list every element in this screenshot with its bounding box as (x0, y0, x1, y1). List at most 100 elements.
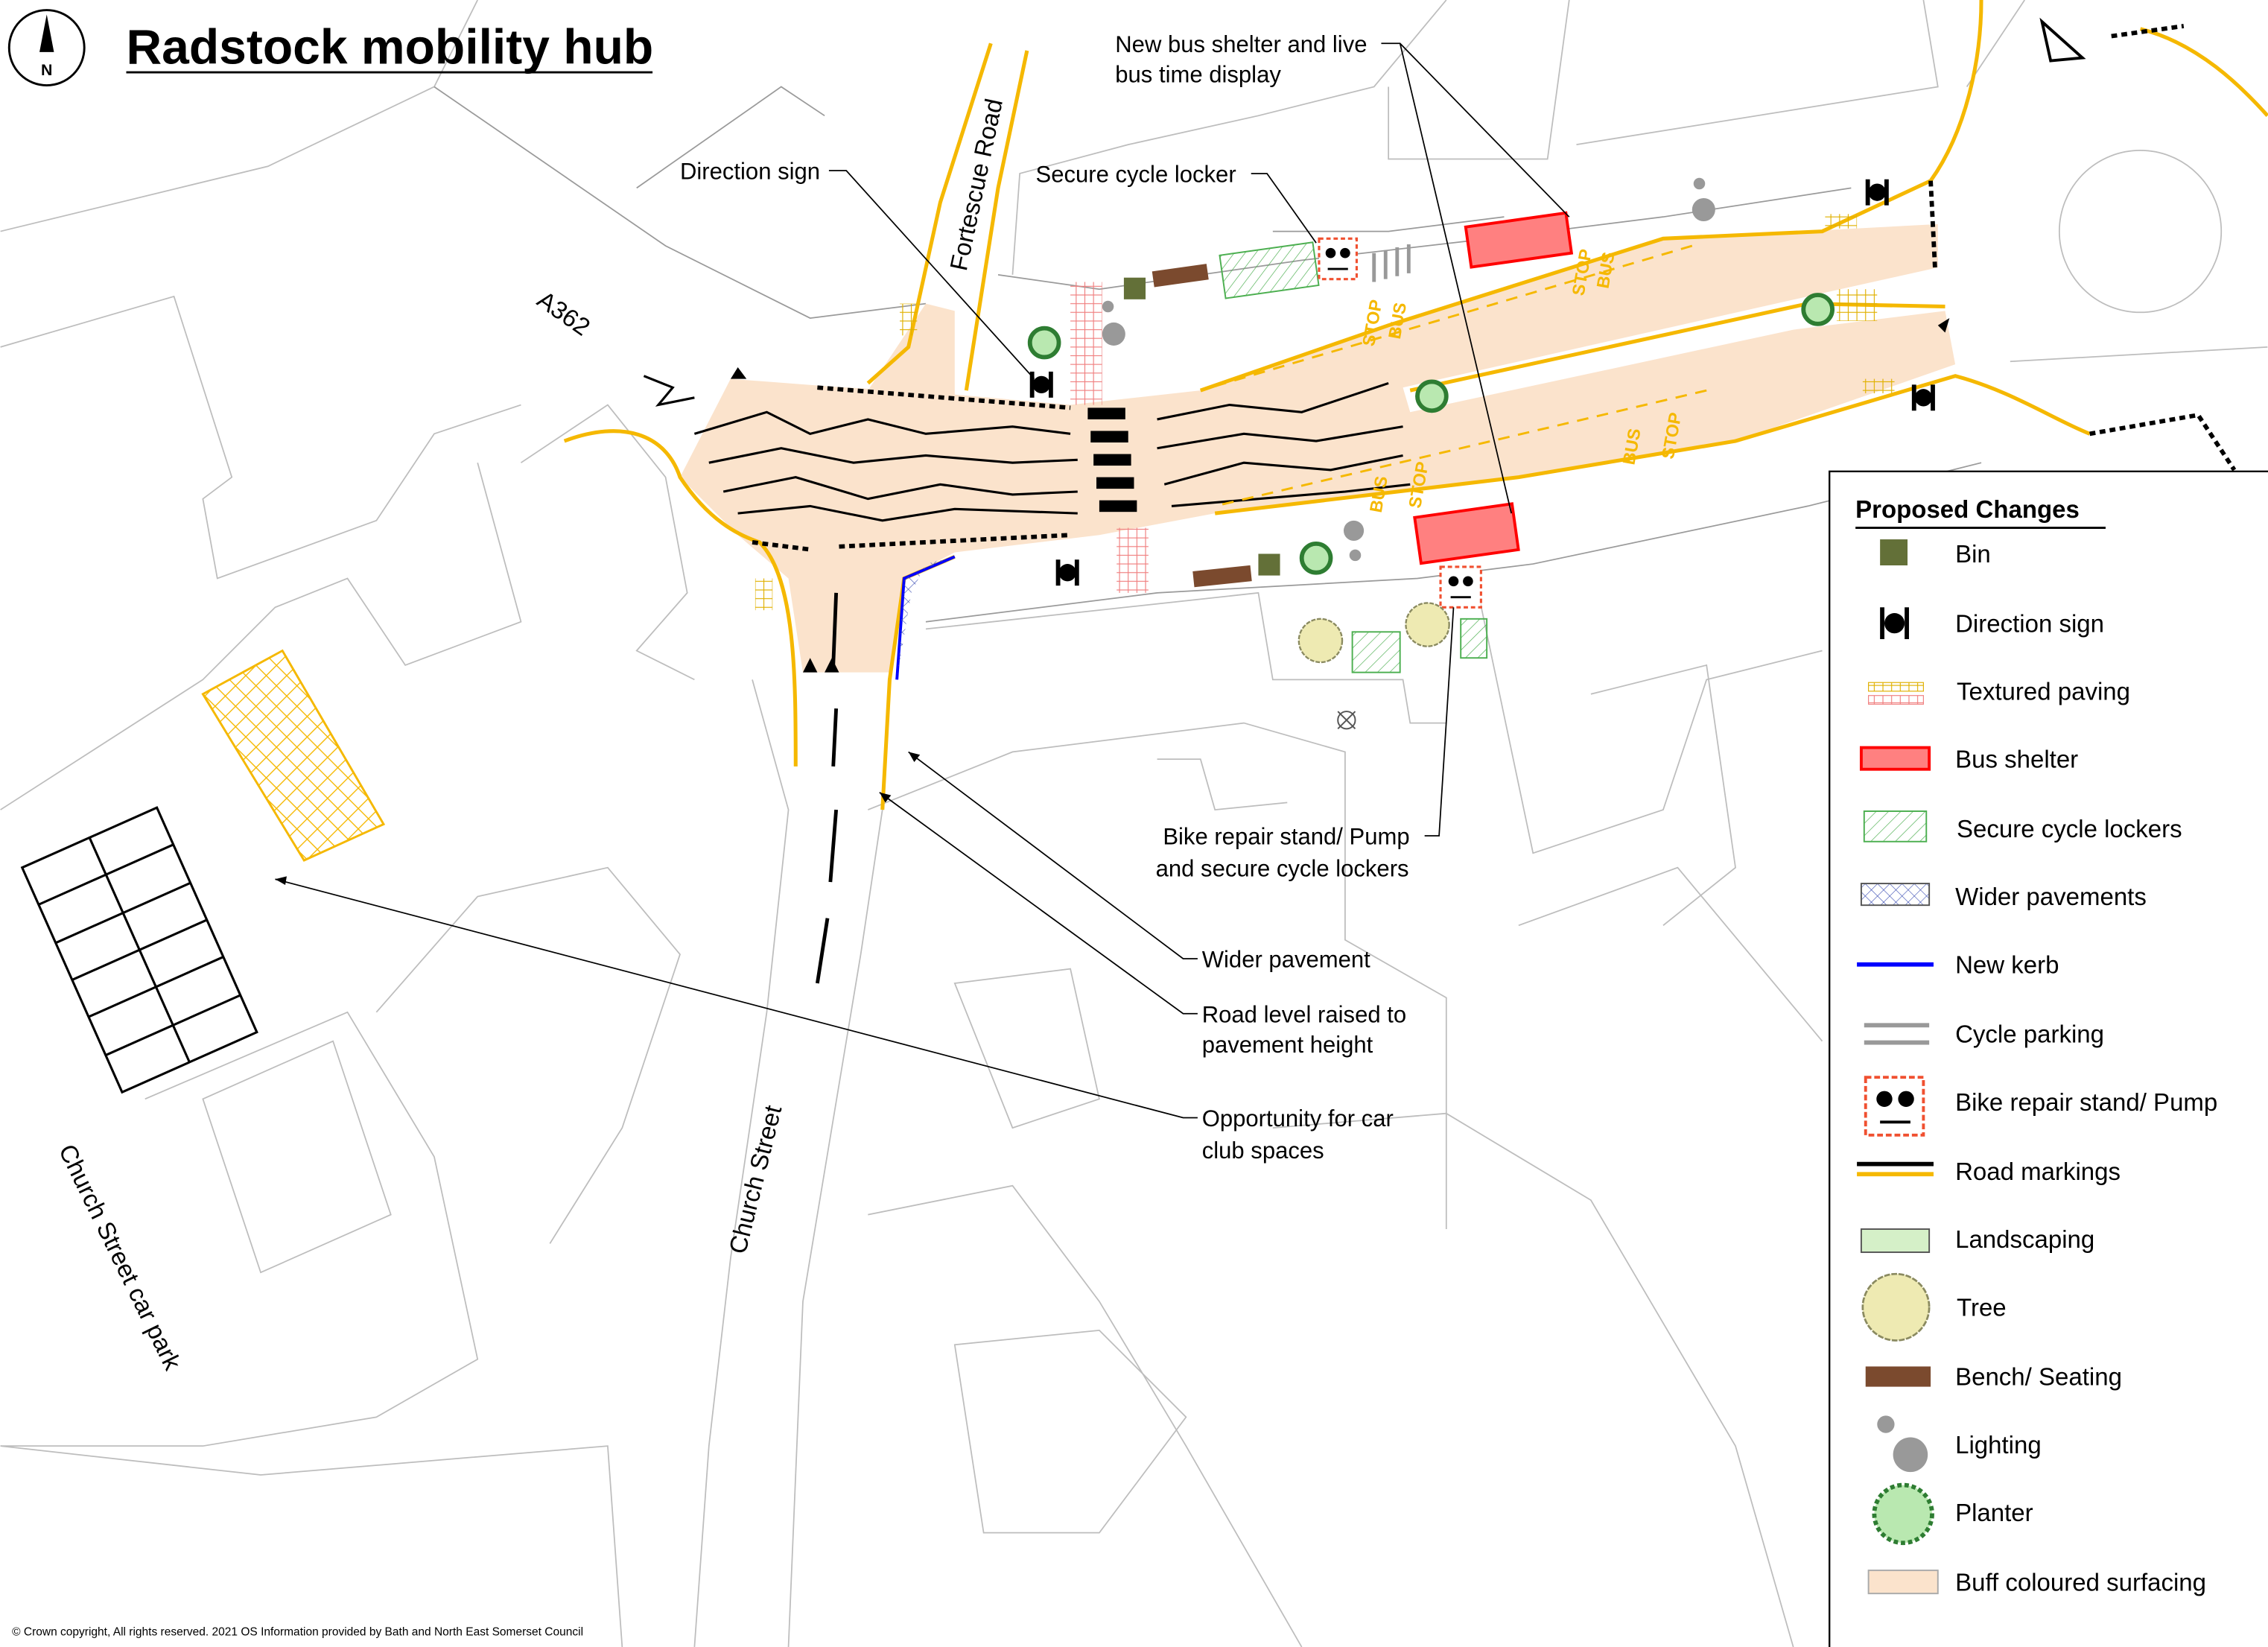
os-base-map-part (925, 591, 1446, 724)
os-base-map-part (1576, 0, 1939, 145)
cycle-locker-icon (1863, 810, 1928, 842)
textured-paving (755, 578, 773, 611)
zebra-crossing-part (1093, 454, 1131, 466)
lighting-icon (1877, 1415, 1928, 1473)
legend-label: Bike repair stand/ Pump (1955, 1088, 2217, 1116)
direction-sign-part (1029, 371, 1035, 398)
planter-icon (1872, 1482, 1934, 1546)
bike-repair-icon-part (1898, 1091, 1914, 1107)
legend-part (1829, 470, 2268, 1647)
tree-part (1405, 602, 1450, 647)
legend-label: Planter (1955, 1499, 2033, 1526)
os-base-map-part (1272, 216, 1505, 232)
legend-label: Landscaping (1955, 1225, 2094, 1253)
os-base-map-part (867, 722, 1447, 1229)
bike-repair-stand-part (1325, 247, 1336, 258)
textured-paving (900, 303, 918, 336)
road-markings-part (1163, 454, 1403, 486)
os-base-map-part (0, 295, 521, 580)
direction-sign-part (1055, 559, 1061, 586)
os-base-map-part (0, 462, 522, 810)
direction-sign-part (1074, 559, 1079, 586)
direction-sign-icon-part (1880, 607, 1884, 639)
street-furniture (1027, 17, 2086, 730)
os-base-map-part (1157, 758, 1288, 811)
planter-part (1299, 541, 1333, 575)
direction-sign-part (1048, 371, 1053, 398)
lighting-part (1692, 197, 1715, 221)
bench (1192, 565, 1252, 588)
wider-pavement-area (897, 556, 955, 680)
os-base-map-part (2058, 150, 2223, 314)
road-markings-part (839, 533, 1071, 549)
road-markings-part (1157, 381, 1389, 421)
bike-repair-icon (1864, 1076, 1925, 1137)
road-label-church-street: Church Street (723, 1102, 787, 1256)
bin (1258, 553, 1280, 576)
legend-label: Bin (1955, 540, 1991, 568)
road-markings-part (722, 475, 1078, 501)
bench-icon (1865, 1366, 1931, 1387)
os-base-map-part (693, 679, 790, 1647)
car-club-spaces-part (72, 918, 208, 981)
callouts-part: Direction sign (680, 159, 820, 185)
cycle-locker (1351, 631, 1401, 673)
planter-part (1415, 379, 1449, 413)
lighting-part (1102, 300, 1114, 313)
road-markings (643, 24, 2237, 984)
bus-shelter[interactable] (1464, 211, 1574, 269)
os-base-map-part (202, 1040, 392, 1274)
legend-title: Proposed Changes (1855, 495, 2080, 523)
os-base-map-part (375, 866, 681, 1244)
bus-shelter[interactable] (1413, 502, 1520, 565)
disabled-parking-bays (201, 649, 386, 862)
lighting (1102, 177, 1715, 562)
car-club-spaces-part (88, 956, 224, 1018)
page-title: Radstock mobility hub (127, 19, 654, 74)
callouts-part: New bus shelter and live (1115, 31, 1367, 57)
lighting-part (1693, 177, 1706, 190)
callouts-part: Bike repair stand/ Pump (1163, 824, 1409, 850)
north-arrow: N (7, 9, 86, 86)
textured-paving-icon-part (1868, 682, 1924, 692)
kerb-lines-part (2139, 27, 2268, 117)
zebra-crossing-part (1099, 500, 1137, 512)
north-arrow-part (39, 14, 54, 52)
textured-paving-icon-part (1868, 695, 1924, 705)
bin (1123, 277, 1146, 299)
car-club-spaces[interactable] (20, 806, 258, 1094)
callouts-part (908, 751, 1198, 959)
os-base-map-part (1590, 664, 1736, 927)
direction-sign-icon-part (1884, 613, 1905, 634)
cycle-parking (1372, 244, 1411, 282)
textured-paving (1862, 378, 1895, 393)
bike-repair-stand-part (1463, 576, 1473, 587)
os-base-map-part (520, 404, 695, 681)
direction-sign-icon-part (1905, 607, 1909, 639)
direction-sign (1029, 179, 1935, 586)
os-base-map-part (1272, 1112, 1794, 1647)
road-markings-part (708, 447, 1078, 464)
os-base-map-part (868, 1184, 1303, 1647)
callouts-part (275, 878, 1198, 1119)
direction-sign-part (1865, 179, 1870, 206)
bike-repair-stand (1318, 237, 1358, 281)
road-markings-part (817, 385, 1071, 410)
legend-label: Buff coloured surfacing (1955, 1568, 2206, 1596)
bus-shelter-icon (1859, 746, 1931, 771)
callouts-part (828, 170, 1035, 380)
callouts-part (879, 792, 1198, 1015)
bike-repair-stand-part (1448, 576, 1459, 587)
road-markings-part (737, 504, 1078, 522)
lighting-icon-part (1893, 1437, 1928, 1473)
bike-repair-stand-part (1439, 565, 1482, 609)
direction-sign-part (1884, 179, 1889, 206)
street-furniture-part (1337, 711, 1356, 730)
callouts-part: bus time display (1115, 62, 1281, 88)
planter (1027, 293, 1835, 575)
cycle-locker (1219, 241, 1320, 299)
road-markings-part (643, 375, 695, 407)
zebra-crossing-part (1087, 407, 1125, 419)
callouts-part: Road level raised to (1202, 1001, 1406, 1027)
